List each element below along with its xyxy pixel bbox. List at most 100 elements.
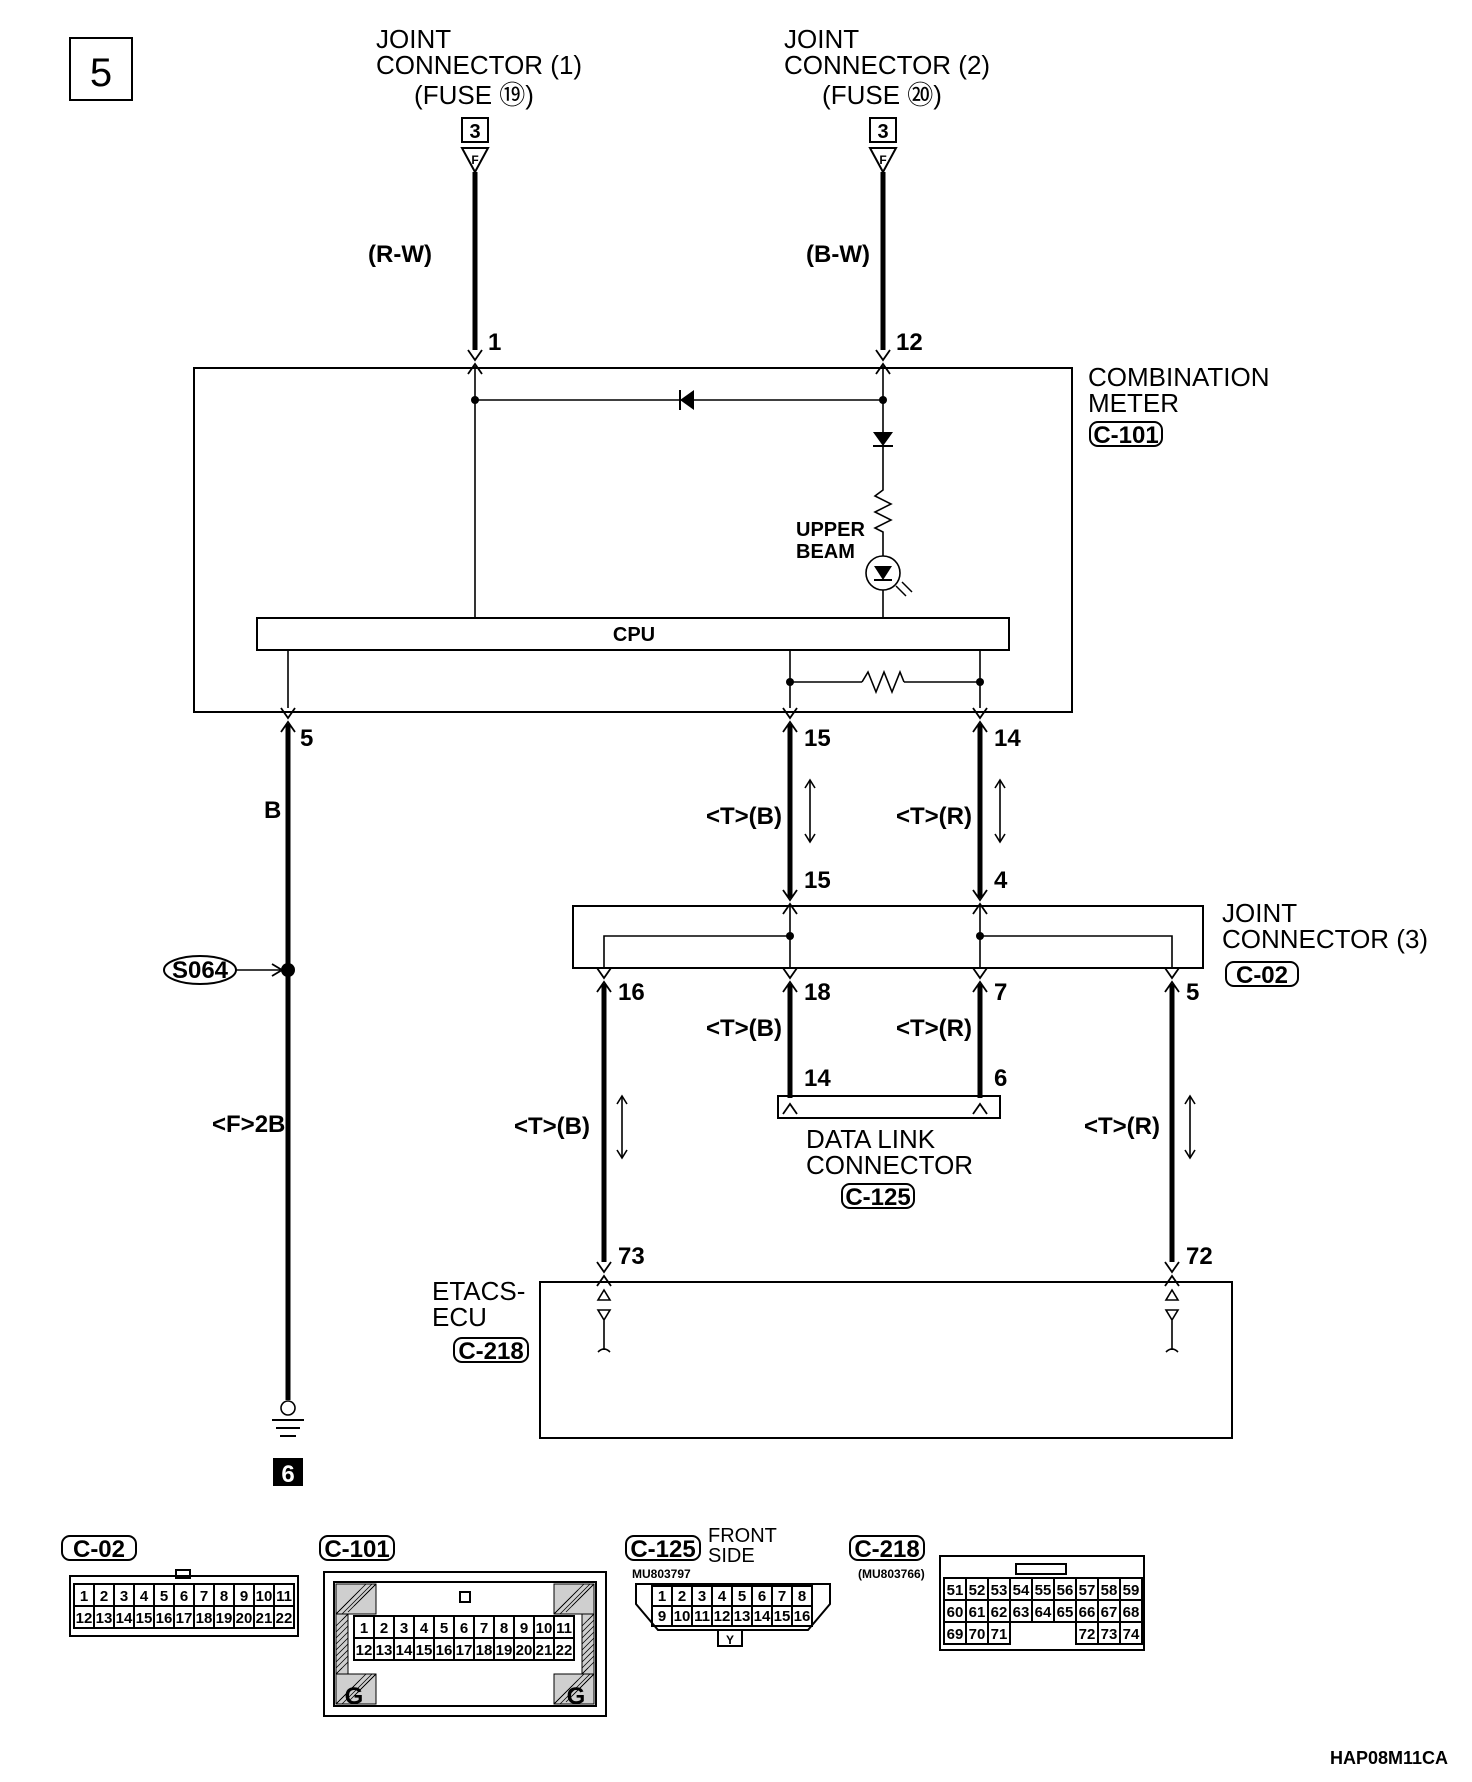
c125-pin: 11 [694, 1608, 710, 1625]
meter-pin-5: 5 [300, 725, 313, 752]
c101-pin: 12 [356, 1642, 373, 1659]
c101-hatch-line [581, 1649, 595, 1663]
joint3-pin-7: 7 [994, 979, 1007, 1006]
c101-pin: 9 [520, 1620, 528, 1637]
c218-pin: 73 [1101, 1626, 1118, 1643]
meter-pin-12: 12 [896, 329, 923, 356]
c101-hatch-line [581, 1643, 595, 1657]
ground-ref: 6 [281, 1461, 294, 1488]
c101-hatch-line [581, 1661, 595, 1675]
etacs-label-1: ETACS- [432, 1276, 525, 1306]
etacs-label-2: ECU [432, 1302, 487, 1332]
c218-cell [987, 1621, 1011, 1645]
c02-pin: 9 [240, 1588, 248, 1605]
c101-pin: 19 [496, 1642, 513, 1659]
c101-pin: 6 [460, 1620, 468, 1637]
upper-beam-label-1: UPPER [796, 519, 865, 541]
c101-hatch-zone [335, 1583, 377, 1615]
c101-guide-right: G [567, 1683, 586, 1710]
c218-pin: 62 [991, 1604, 1008, 1621]
joint-connector-2: JOINT CONNECTOR (2) (FUSE ⑳) 3 F (B-W) 1… [784, 24, 990, 375]
c101-hatch-line [559, 1673, 591, 1705]
joint3-pin-18: 18 [804, 979, 831, 1006]
c101-pin: 8 [500, 1620, 508, 1637]
c218-label: C-218 [854, 1536, 919, 1563]
c101-pin: 1 [360, 1620, 368, 1637]
c125-pin: 7 [778, 1588, 786, 1605]
joint3-pin-16: 16 [618, 979, 645, 1006]
dlc-label-1: DATA LINK [806, 1124, 936, 1154]
c101-hatch-line [335, 1583, 367, 1615]
c02-pin: 3 [120, 1588, 128, 1605]
ground-circuit: B <F>2B S064 6 [163, 724, 304, 1488]
c02-pin: 1 [80, 1588, 88, 1605]
c101-hatch-line [589, 1673, 595, 1679]
c101-hatch-line [587, 1613, 595, 1621]
wire-r-w-label: (R-W) [368, 241, 432, 268]
diode-vertical [873, 432, 893, 446]
c101-hatch-line [341, 1583, 373, 1615]
page-number-box: 5 [69, 37, 133, 101]
joint3-label-1: JOINT [1222, 898, 1297, 928]
c125-part: MU803797 [632, 1567, 691, 1581]
c218-pin: 56 [1057, 1582, 1074, 1599]
c02-pin: 5 [160, 1588, 168, 1605]
c101-label: C-101 [324, 1536, 389, 1563]
cpu-block [256, 617, 1010, 651]
meter-pin-15: 15 [804, 725, 831, 752]
dlc-connector: C-125 [845, 1184, 910, 1211]
c218-pin: 64 [1035, 1604, 1052, 1621]
c101-pin: 7 [480, 1620, 488, 1637]
c02-pin: 12 [76, 1610, 93, 1627]
c125-pin: 2 [678, 1588, 686, 1605]
c101-hatch-line [553, 1583, 585, 1615]
c125-pin: 9 [658, 1608, 666, 1625]
c218-part: (MU803766) [858, 1567, 925, 1581]
joint3-connector: C-02 [1236, 962, 1288, 989]
c101-hatch-line [341, 1673, 373, 1705]
c101-pin: 16 [436, 1642, 453, 1659]
c125-note-2: SIDE [708, 1545, 755, 1567]
c101-hatch-line [559, 1583, 591, 1615]
c125-label: C-125 [630, 1536, 695, 1563]
c125-pin: 10 [674, 1608, 691, 1625]
resistor-upper [873, 446, 893, 556]
c125-pin: 12 [714, 1608, 731, 1625]
data-link-connector: 14 6 DATA LINK CONNECTOR C-125 [777, 1065, 1007, 1211]
c101-hatch-line [335, 1619, 349, 1633]
c02-pin: 17 [176, 1610, 193, 1627]
upper-beam-label-2: BEAM [796, 541, 855, 563]
c101-hatch-line [335, 1631, 349, 1645]
wire-tr-label-3: <T>(R) [1084, 1113, 1160, 1140]
c101-hatch-line [581, 1631, 595, 1645]
wire-f2b-label: <F>2B [212, 1111, 285, 1138]
c02-cell [273, 1605, 295, 1629]
c218-pin: 67 [1101, 1604, 1118, 1621]
c218-pin: 55 [1035, 1582, 1052, 1599]
combination-meter: COMBINATION METER C-101 UPPER BEAM CPU [193, 362, 1270, 752]
c101-pin: 20 [516, 1642, 533, 1659]
joint3-pin-15: 15 [804, 867, 831, 894]
c02-pin: 11 [276, 1588, 292, 1605]
dlc-pin-14: 14 [804, 1065, 831, 1092]
meter-pin-14: 14 [994, 725, 1021, 752]
can-bus-meter-joint3: <T>(B) <T>(R) 15 4 [706, 724, 1008, 915]
fuse-23-label: (FUSE ⑳) [822, 80, 942, 110]
c02-pin: 18 [196, 1610, 213, 1627]
c101-pin: 4 [420, 1620, 429, 1637]
c218-pin: 58 [1101, 1582, 1118, 1599]
wire-b-label: B [264, 797, 281, 824]
c218-pin: 61 [969, 1604, 986, 1621]
joint1-code: 3 [469, 121, 480, 143]
c101-pin: 22 [556, 1642, 573, 1659]
c101-hatch-line [335, 1625, 349, 1639]
c218-pin: 59 [1123, 1582, 1140, 1599]
c101-hatch-line [335, 1655, 349, 1669]
joint1-label-2: CONNECTOR (1) [376, 50, 582, 80]
c101-cell [553, 1637, 575, 1661]
c101-hatch-zone [335, 1673, 377, 1705]
c101-hatch-line [335, 1673, 367, 1705]
joint3-pin-5: 5 [1186, 979, 1199, 1006]
